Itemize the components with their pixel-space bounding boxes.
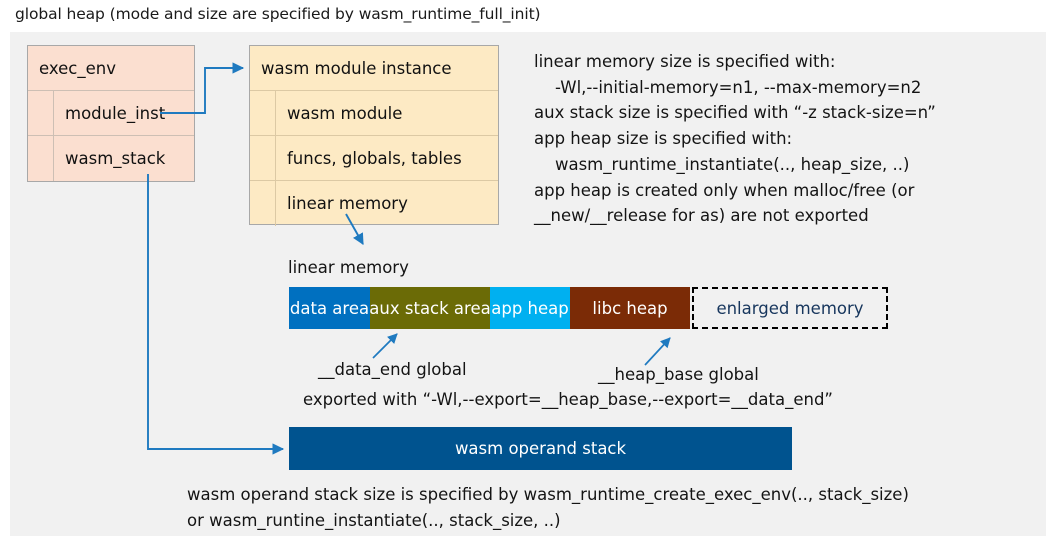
row-gutter: [250, 91, 276, 135]
wasm-operand-stack-bar: wasm operand stack: [289, 427, 792, 470]
segment-enlarged-memory-label: enlarged memory: [716, 298, 864, 318]
segment-data-area-label: data area: [289, 298, 370, 318]
annotation-export-flags: exported with “-Wl,--export=__heap_base,…: [303, 390, 833, 409]
module-inst-label: module_inst: [65, 103, 166, 123]
row-gutter: [250, 136, 276, 180]
row-gutter: [250, 181, 276, 226]
annotation-heap-base: __heap_base global: [598, 365, 759, 384]
memory-sizing-notes: linear memory size is specified with: -W…: [534, 52, 936, 226]
segment-aux-stack-area-label: aux stack area: [369, 298, 491, 318]
page-title: global heap (mode and size are specified…: [15, 5, 541, 23]
operand-stack-notes: wasm operand stack size is specified by …: [187, 485, 909, 530]
wasm-module-label: wasm module: [287, 103, 403, 123]
row-gutter: [28, 136, 54, 181]
segment-aux-stack-area: aux stack area: [369, 287, 491, 329]
funcs-globals-tables-label: funcs, globals, tables: [287, 148, 462, 168]
module-instance-header-row: wasm module instance: [250, 46, 498, 91]
module-instance-field-linear-memory: linear memory: [250, 181, 498, 226]
wasm-operand-stack-label: wasm operand stack: [454, 439, 627, 458]
module-instance-field-funcs-globals-tables: funcs, globals, tables: [250, 136, 498, 181]
wasm-stack-label: wasm_stack: [65, 149, 166, 168]
module-instance-field-wasm-module: wasm module: [250, 91, 498, 136]
wasm-module-instance-box: wasm module instance wasm module funcs, …: [249, 45, 499, 226]
segment-libc-heap-label: libc heap: [592, 298, 668, 318]
exec-env-header-row: exec_env: [28, 46, 194, 91]
module-instance-title: wasm module instance: [261, 58, 452, 78]
segment-app-heap: app heap: [490, 287, 570, 329]
linear-memory-field-label: linear memory: [287, 194, 408, 213]
segment-libc-heap: libc heap: [570, 287, 690, 329]
linear-memory-label: linear memory: [288, 258, 409, 277]
linear-memory-bar: data area aux stack area app heap libc h…: [289, 287, 888, 329]
exec-env-field-wasm-stack: wasm_stack: [28, 136, 194, 181]
annotation-data-end: __data_end global: [318, 360, 467, 379]
exec-env-box: exec_env module_inst wasm_stack: [27, 45, 195, 182]
segment-enlarged-memory: enlarged memory: [692, 287, 888, 329]
exec-env-field-module-inst: module_inst: [28, 91, 194, 136]
segment-app-heap-label: app heap: [491, 298, 569, 318]
segment-data-area: data area: [289, 287, 370, 329]
row-gutter: [28, 91, 54, 135]
exec-env-title: exec_env: [39, 58, 116, 78]
